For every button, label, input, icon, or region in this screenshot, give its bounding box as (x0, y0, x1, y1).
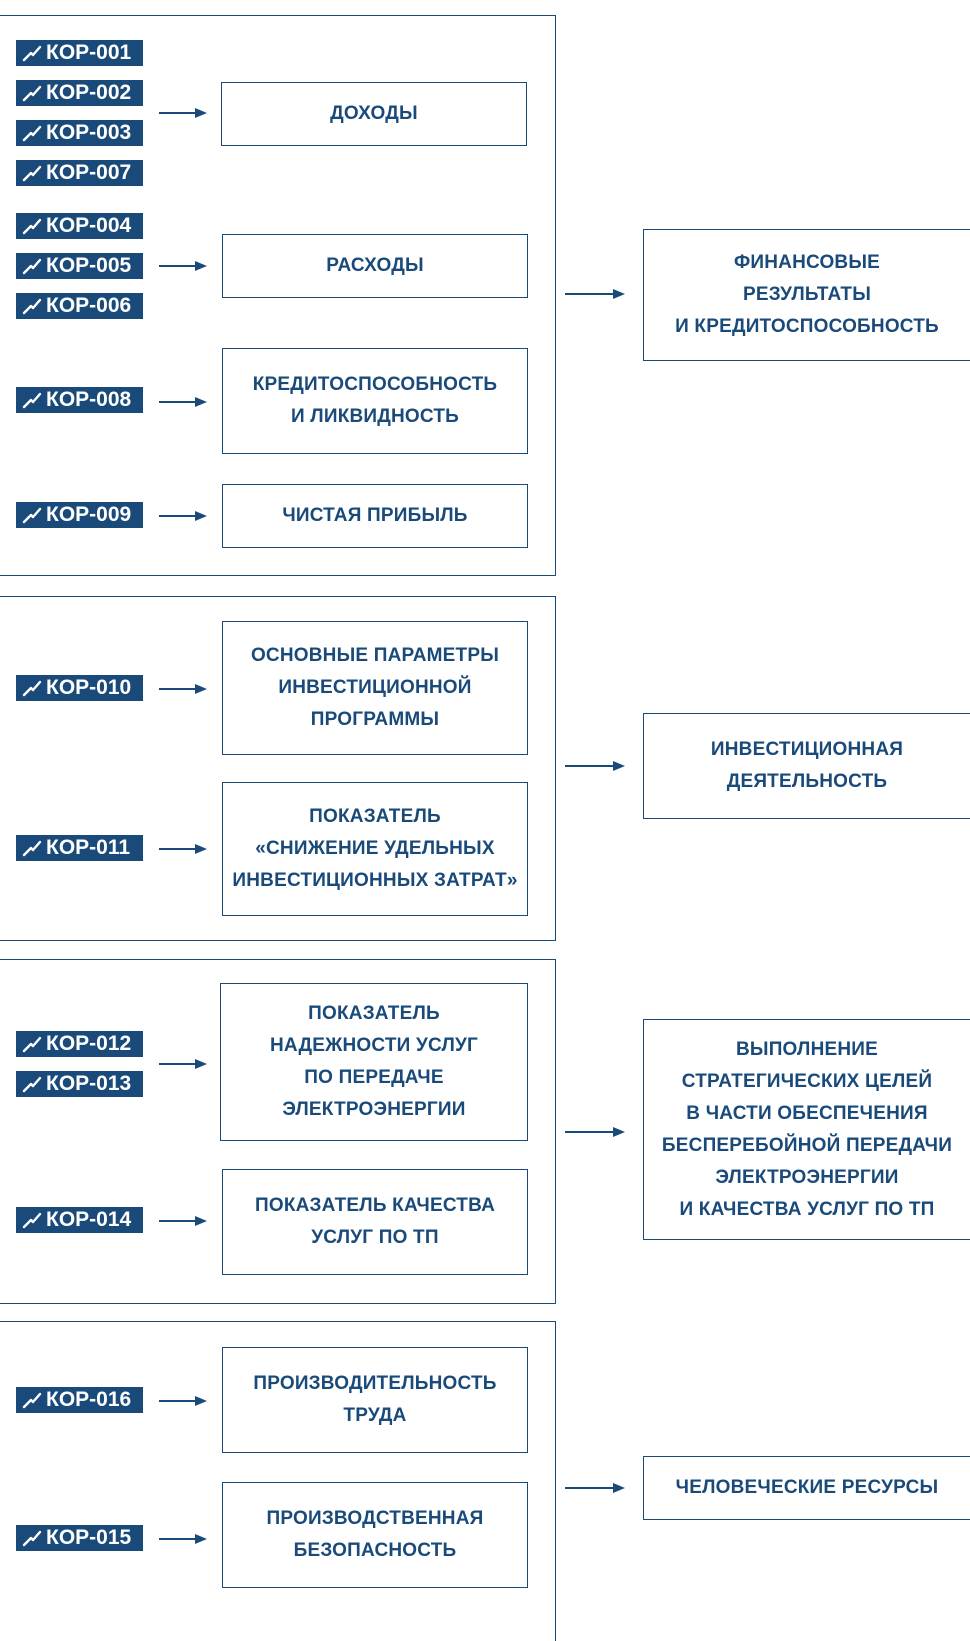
trend-line-icon (20, 120, 44, 146)
trend-line-icon (20, 1525, 44, 1551)
group-investment (0, 596, 556, 941)
arrow-icon (565, 1482, 625, 1494)
trend-line-icon (20, 160, 44, 186)
indicator-label: ПОКАЗАТЕЛЬ НАДЕЖНОСТИ УСЛУГ ПО ПЕРЕДАЧЕ … (269, 1003, 478, 1120)
group-reliability (0, 959, 556, 1304)
code-label: КОР-011 (46, 836, 131, 859)
code-label: КОР-010 (46, 676, 132, 699)
result-label: ФИНАНСОВЫЕ РЕЗУЛЬТАТЫ И КРЕДИТОСПОСОБНОС… (675, 252, 939, 337)
indicator-box: ПРОИЗВОДСТВЕННАЯ БЕЗОПАСНОСТЬ (222, 1482, 528, 1588)
arrow-icon (159, 396, 207, 408)
group-human-resources (0, 1321, 556, 1641)
code-badge: КОР-005 (16, 253, 143, 279)
indicator-box: КРЕДИТОСПОСОБНОСТЬ И ЛИКВИДНОСТЬ (222, 348, 528, 454)
code-label: КОР-014 (46, 1208, 132, 1231)
code-badge: КОР-009 (16, 502, 143, 528)
result-box: ВЫПОЛНЕНИЕ СТРАТЕГИЧЕСКИХ ЦЕЛЕЙ В ЧАСТИ … (643, 1019, 970, 1240)
code-badge: КОР-003 (16, 120, 143, 146)
trend-line-icon (20, 253, 44, 279)
code-badge: КОР-008 (16, 387, 143, 413)
trend-line-icon (20, 1207, 44, 1233)
result-box: ЧЕЛОВЕЧЕСКИЕ РЕСУРСЫ (643, 1456, 970, 1520)
indicator-box: ПОКАЗАТЕЛЬ «СНИЖЕНИЕ УДЕЛЬНЫХ ИНВЕСТИЦИО… (222, 782, 528, 916)
arrow-icon (565, 760, 625, 772)
trend-line-icon (20, 213, 44, 239)
code-label: КОР-003 (46, 121, 132, 144)
indicator-box: ОСНОВНЫЕ ПАРАМЕТРЫ ИНВЕСТИЦИОННОЙ ПРОГРА… (222, 621, 528, 755)
code-label: КОР-002 (46, 81, 132, 104)
arrow-icon (159, 260, 207, 272)
result-label: ЧЕЛОВЕЧЕСКИЕ РЕСУРСЫ (675, 1477, 939, 1498)
indicator-box: ПРОИЗВОДИТЕЛЬНОСТЬ ТРУДА (222, 1347, 528, 1453)
trend-line-icon (20, 835, 44, 861)
code-badge: КОР-013 (16, 1071, 143, 1097)
code-label: КОР-005 (46, 254, 132, 277)
code-label: КОР-006 (46, 294, 132, 317)
code-badge: КОР-004 (16, 213, 143, 239)
code-label: КОР-013 (46, 1072, 132, 1095)
result-box: ФИНАНСОВЫЕ РЕЗУЛЬТАТЫ И КРЕДИТОСПОСОБНОС… (643, 229, 970, 361)
result-box: ИНВЕСТИЦИОННАЯ ДЕЯТЕЛЬНОСТЬ (643, 713, 970, 819)
trend-line-icon (20, 387, 44, 413)
code-label: КОР-008 (46, 388, 132, 411)
result-label: ИНВЕСТИЦИОННАЯ ДЕЯТЕЛЬНОСТЬ (710, 739, 904, 792)
arrow-icon (565, 288, 625, 300)
indicator-box: ЧИСТАЯ ПРИБЫЛЬ (222, 484, 528, 548)
indicator-box: РАСХОДЫ (222, 234, 528, 298)
code-label: КОР-004 (46, 214, 132, 237)
arrow-icon (565, 1126, 625, 1138)
trend-line-icon (20, 675, 44, 701)
arrow-icon (159, 843, 207, 855)
code-badge: КОР-012 (16, 1031, 143, 1057)
indicator-label: ПОКАЗАТЕЛЬ КАЧЕСТВА УСЛУГ ПО ТП (254, 1195, 496, 1248)
code-badge: КОР-015 (16, 1525, 143, 1551)
code-label: КОР-001 (46, 41, 132, 64)
arrow-icon (159, 1533, 207, 1545)
indicator-box: ПОКАЗАТЕЛЬ КАЧЕСТВА УСЛУГ ПО ТП (222, 1169, 528, 1275)
result-label: ВЫПОЛНЕНИЕ СТРАТЕГИЧЕСКИХ ЦЕЛЕЙ В ЧАСТИ … (661, 1038, 953, 1220)
code-badge: КОР-002 (16, 80, 143, 106)
code-label: КОР-015 (46, 1526, 132, 1549)
code-badge: КОР-001 (16, 40, 143, 66)
indicator-label: ПРОИЗВОДСТВЕННАЯ БЕЗОПАСНОСТЬ (266, 1508, 484, 1561)
trend-line-icon (20, 502, 44, 528)
indicator-label: ДОХОДЫ (330, 103, 418, 124)
code-badge: КОР-011 (16, 835, 143, 861)
trend-line-icon (20, 293, 44, 319)
trend-line-icon (20, 40, 44, 66)
indicator-label: КРЕДИТОСПОСОБНОСТЬ И ЛИКВИДНОСТЬ (252, 374, 498, 427)
indicator-label: ЧИСТАЯ ПРИБЫЛЬ (282, 505, 468, 526)
code-badge: КОР-014 (16, 1207, 143, 1233)
indicator-label: РАСХОДЫ (326, 255, 424, 276)
code-badge: КОР-006 (16, 293, 143, 319)
trend-line-icon (20, 1071, 44, 1097)
trend-line-icon (20, 1031, 44, 1057)
code-label: КОР-007 (46, 161, 132, 184)
arrow-icon (159, 1215, 207, 1227)
trend-line-icon (20, 1387, 44, 1413)
indicator-label: ОСНОВНЫЕ ПАРАМЕТРЫ ИНВЕСТИЦИОННОЙ ПРОГРА… (250, 645, 500, 730)
group-financial (0, 15, 556, 576)
indicator-label: ПРОИЗВОДИТЕЛЬНОСТЬ ТРУДА (253, 1373, 497, 1426)
arrow-icon (159, 1058, 207, 1070)
arrow-icon (159, 1395, 207, 1407)
code-badge: КОР-007 (16, 160, 143, 186)
code-badge: КОР-016 (16, 1387, 143, 1413)
code-label: КОР-016 (46, 1388, 132, 1411)
indicator-box: ПОКАЗАТЕЛЬ НАДЕЖНОСТИ УСЛУГ ПО ПЕРЕДАЧЕ … (220, 983, 528, 1141)
arrow-icon (159, 107, 207, 119)
indicator-label: ПОКАЗАТЕЛЬ «СНИЖЕНИЕ УДЕЛЬНЫХ ИНВЕСТИЦИО… (232, 806, 518, 891)
code-badge: КОР-010 (16, 675, 143, 701)
indicator-box: ДОХОДЫ (221, 82, 527, 146)
code-label: КОР-012 (46, 1032, 132, 1055)
code-label: КОР-009 (46, 503, 132, 526)
arrow-icon (159, 683, 207, 695)
trend-line-icon (20, 80, 44, 106)
arrow-icon (159, 510, 207, 522)
